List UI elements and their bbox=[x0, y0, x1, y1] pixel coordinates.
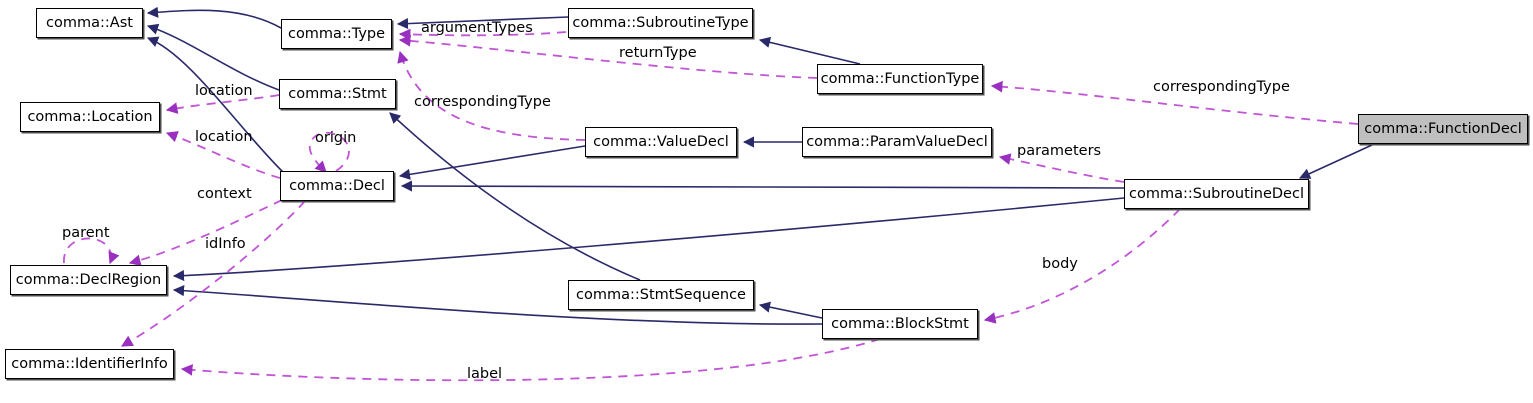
edge-functiontype-to-subroutinetype bbox=[758, 36, 861, 65]
edge-valuedecl-to-decl bbox=[398, 145, 586, 180]
edge-functiondecl-to-subroutinedecl bbox=[1298, 144, 1373, 179]
node-label: comma::Ast bbox=[46, 14, 133, 31]
edge-blockstmt-to-declregion bbox=[172, 285, 823, 325]
node-comma-identifierinfo[interactable]: comma::IdentifierInfo bbox=[5, 349, 174, 379]
edge-declregion-to-declregion-parent bbox=[63, 237, 120, 265]
inheritance-edges bbox=[146, 6, 1373, 325]
edge-decl-to-stmt-origin bbox=[308, 131, 350, 173]
node-label: comma::DeclRegion bbox=[15, 271, 162, 288]
edge-label-label: label bbox=[467, 366, 503, 382]
edge-subroutinedecl-to-paramvaluedecl-parameters bbox=[998, 153, 1125, 183]
edge-decl-to-ast bbox=[146, 36, 284, 173]
edge-stmtsequence-to-stmt bbox=[389, 112, 641, 281]
edge-label-returntype: returnType bbox=[619, 45, 697, 61]
edge-decl-to-declregion-context bbox=[128, 199, 283, 267]
node-comma-declregion[interactable]: comma::DeclRegion bbox=[10, 265, 167, 295]
node-comma-decl[interactable]: comma::Decl bbox=[280, 171, 394, 201]
edge-label-argumenttypes: argumentTypes bbox=[421, 20, 533, 36]
edge-subroutinedecl-to-declregion bbox=[172, 197, 1125, 282]
node-label: comma::BlockStmt bbox=[831, 315, 969, 332]
edge-subroutinedecl-to-blockstmt-body bbox=[983, 208, 1181, 324]
usage-edges bbox=[63, 28, 1359, 382]
edge-label-origin: origin bbox=[315, 130, 357, 146]
edge-subroutinetype-to-type bbox=[396, 16, 569, 30]
edge-label-correspondingtype-valuedecl: correspondingType bbox=[414, 94, 551, 110]
edge-label-parameters: parameters bbox=[1017, 143, 1102, 159]
node-comma-ast[interactable]: comma::Ast bbox=[36, 8, 143, 38]
node-label: comma::Location bbox=[27, 108, 153, 125]
edge-valuedecl-to-type-correspondingtype bbox=[397, 50, 586, 141]
node-comma-subroutinetype[interactable]: comma::SubroutineType bbox=[568, 8, 753, 38]
edge-label-context: context bbox=[197, 186, 252, 202]
edge-blockstmt-to-identifierinfo-label bbox=[180, 338, 881, 382]
node-comma-stmtsequence[interactable]: comma::StmtSequence bbox=[568, 280, 754, 310]
node-comma-blockstmt[interactable]: comma::BlockStmt bbox=[822, 309, 978, 339]
node-label: comma::FunctionDecl bbox=[1364, 120, 1522, 137]
edge-functiontype-to-type-returntype bbox=[398, 35, 818, 79]
edge-functiondecl-to-functiontype-correspondingtype bbox=[990, 80, 1359, 125]
node-label: comma::SubroutineType bbox=[572, 14, 749, 31]
node-label: comma::IdentifierInfo bbox=[11, 355, 168, 372]
node-comma-location[interactable]: comma::Location bbox=[20, 102, 160, 132]
edge-label-parent: parent bbox=[62, 225, 110, 241]
edge-stmt-to-ast bbox=[146, 23, 280, 91]
node-comma-functiontype[interactable]: comma::FunctionType bbox=[817, 64, 983, 94]
edge-label-correspondingtype-functiondecl: correspondingType bbox=[1153, 79, 1290, 95]
node-comma-paramvaluedecl[interactable]: comma::ParamValueDecl bbox=[802, 127, 992, 157]
edge-label-location-decl: location bbox=[195, 129, 253, 145]
edge-decl-to-identifierinfo-idinfo bbox=[120, 200, 306, 347]
edge-subroutinetype-to-type-argumenttypes bbox=[398, 28, 567, 41]
node-comma-subroutinedecl[interactable]: comma::SubroutineDecl bbox=[1124, 179, 1309, 209]
node-label: comma::StmtSequence bbox=[576, 286, 746, 303]
edge-blockstmt-to-stmtsequence bbox=[758, 301, 823, 319]
edge-label-idinfo: idInfo bbox=[205, 236, 246, 252]
node-label: comma::SubroutineDecl bbox=[1129, 185, 1304, 202]
node-comma-functiondecl[interactable]: comma::FunctionDecl bbox=[1358, 114, 1528, 144]
node-comma-stmt[interactable]: comma::Stmt bbox=[279, 79, 396, 109]
node-label: comma::FunctionType bbox=[820, 70, 980, 87]
edge-label-location-stmt: location bbox=[195, 83, 253, 99]
node-label: comma::ParamValueDecl bbox=[806, 133, 988, 150]
node-comma-type[interactable]: comma::Type bbox=[281, 19, 392, 49]
edge-subroutinedecl-to-decl bbox=[400, 180, 1125, 192]
edge-type-to-ast bbox=[146, 6, 282, 29]
node-label: comma::ValueDecl bbox=[593, 133, 729, 150]
edge-label-body: body bbox=[1042, 256, 1078, 272]
node-comma-valuedecl[interactable]: comma::ValueDecl bbox=[585, 127, 737, 157]
edge-stmt-to-location bbox=[165, 94, 280, 114]
node-label: comma::Decl bbox=[289, 177, 385, 194]
node-label: comma::Type bbox=[287, 25, 386, 42]
node-label: comma::Stmt bbox=[288, 85, 387, 102]
